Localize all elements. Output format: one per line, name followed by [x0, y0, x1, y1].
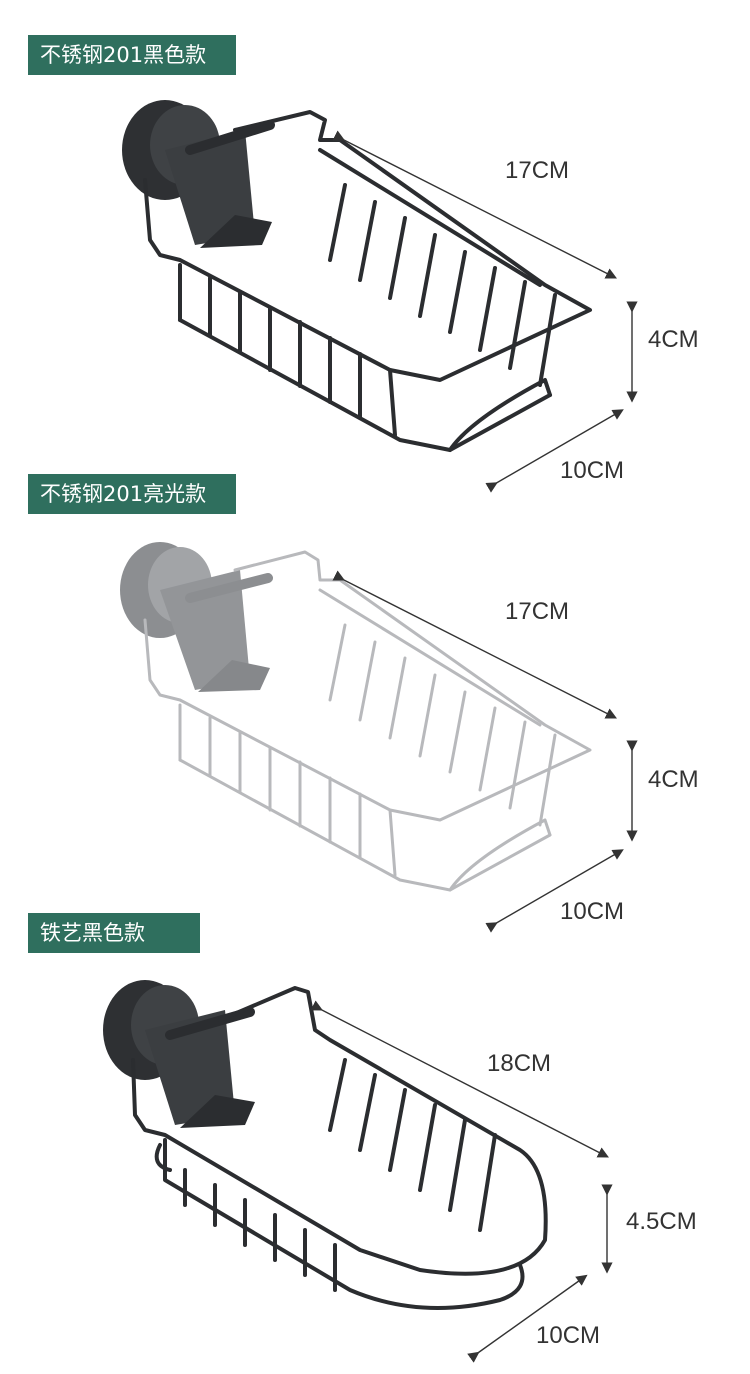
clamp-icon	[103, 980, 255, 1128]
dimension-height: 4CM	[648, 326, 699, 353]
dimension-arrows	[332, 130, 638, 493]
clamp-icon	[120, 542, 273, 692]
product-label-iron-black: 铁艺黑色款	[28, 913, 200, 953]
product-label-black-201: 不锈钢201黑色款	[28, 35, 236, 75]
clamp-icon	[122, 100, 275, 248]
dimension-height: 4CM	[648, 766, 699, 793]
product-label-polished-201: 不锈钢201亮光款	[28, 474, 236, 514]
basket-black	[122, 100, 592, 452]
basket-silver	[120, 542, 592, 892]
dimension-arrows	[332, 570, 638, 933]
dimension-arrows	[310, 1000, 613, 1363]
dimension-height: 4.5CM	[626, 1208, 697, 1235]
basket-iron	[103, 980, 548, 1310]
